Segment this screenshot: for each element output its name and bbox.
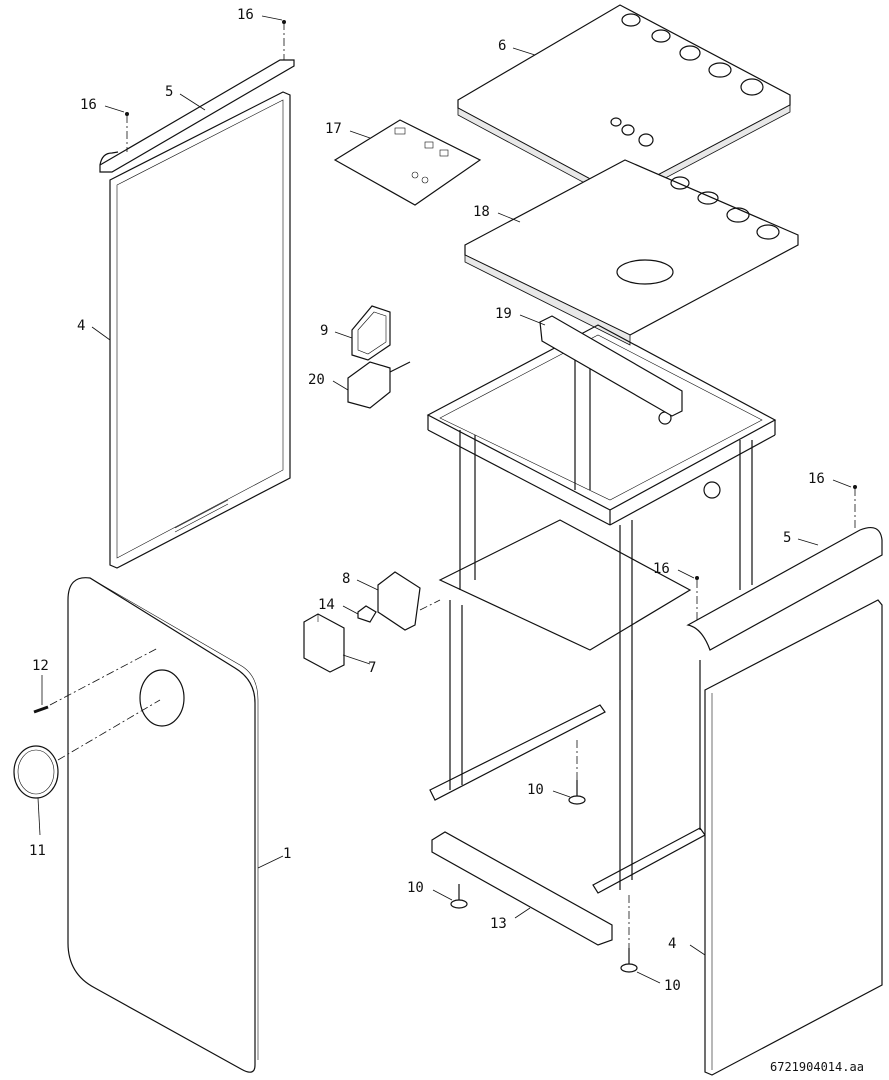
callout-10: 10	[407, 880, 424, 896]
part-14	[357, 605, 377, 623]
bottom-rail	[431, 831, 613, 946]
callout-6: 6	[498, 38, 506, 54]
screw-icon	[125, 112, 129, 116]
callout-10: 10	[664, 978, 681, 994]
module-9	[351, 305, 391, 361]
adjustable-foot	[450, 740, 638, 973]
callout-19: 19	[495, 306, 512, 322]
callout-17: 17	[325, 121, 342, 137]
callout-9: 9	[320, 323, 328, 339]
bracket-19	[539, 315, 683, 417]
callout-5: 5	[165, 84, 173, 100]
side-panel-right	[686, 485, 883, 1076]
side-panel-frame-left	[109, 91, 291, 569]
pcb-8	[377, 571, 421, 631]
inner-lid	[464, 159, 799, 346]
module-20	[347, 361, 411, 409]
callout-8: 8	[342, 571, 350, 587]
callout-4: 4	[77, 318, 85, 334]
callout-20: 20	[308, 372, 325, 388]
callout-labels: 16 5 16 4 6 17 18 9 19 20 16 5 16 8 14 7…	[29, 7, 864, 1074]
callout-12: 12	[32, 658, 49, 674]
callout-10: 10	[527, 782, 544, 798]
chassis-frame	[426, 324, 777, 894]
screw-icon	[282, 20, 286, 24]
callout-16: 16	[80, 97, 97, 113]
callout-16: 16	[237, 7, 254, 23]
callout-7: 7	[368, 660, 376, 676]
control-panel-plate	[333, 119, 482, 206]
module-7	[303, 613, 345, 673]
callout-14: 14	[318, 597, 335, 613]
top-trim-left	[99, 20, 295, 173]
callout-5: 5	[783, 530, 791, 546]
callout-1: 1	[283, 846, 291, 862]
callout-16: 16	[808, 471, 825, 487]
drawing-code: 6721904014.aa	[770, 1060, 864, 1074]
callout-18: 18	[473, 204, 490, 220]
front-panel	[67, 577, 259, 1073]
ring-part	[13, 647, 161, 799]
callout-11: 11	[29, 843, 46, 859]
callout-16: 16	[653, 561, 670, 577]
leader-lines	[37, 15, 852, 984]
callout-13: 13	[490, 916, 507, 932]
callout-4: 4	[668, 936, 676, 952]
